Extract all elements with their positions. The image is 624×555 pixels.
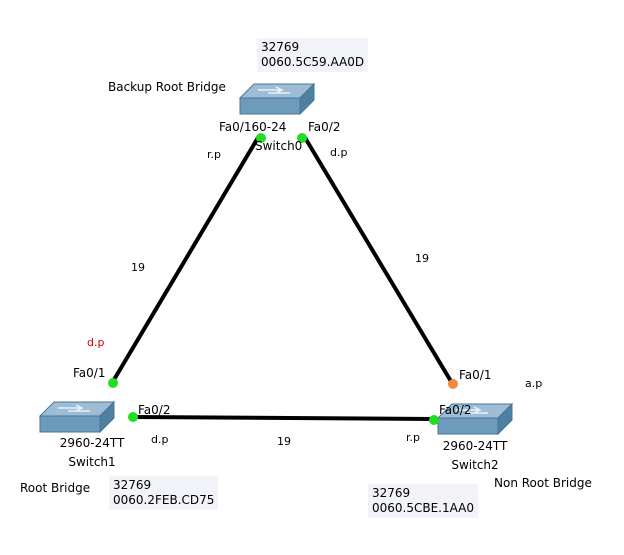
switch1-model-label: 2960-24TT: [59, 436, 125, 450]
switch2-model-label: 2960-24TT: [442, 439, 508, 453]
switch-icon[interactable]: [436, 402, 514, 436]
switch2-priority: 32769: [372, 486, 411, 500]
switch2-port-fa01: Fa0/1: [459, 368, 492, 382]
switch1-port-role-bottom: d.p: [151, 433, 169, 446]
link-switch0-switch2[interactable]: [302, 134, 454, 385]
switch1-mac: 0060.2FEB.CD75: [113, 493, 215, 507]
switch1-role-label: Root Bridge: [20, 481, 91, 495]
switch1-port-fa01: Fa0/1: [73, 366, 106, 380]
switch0-port-role-right: d.p: [330, 146, 348, 159]
switch0-priority: 32769: [261, 40, 300, 54]
switch2-name: Switch2: [451, 458, 499, 472]
switch0-mac: 0060.5C59.AA0D: [261, 55, 365, 69]
port-light-sw2-top: [448, 379, 458, 389]
switch1-info-box: 32769 0060.2FEB.CD75: [109, 476, 219, 510]
port-light-sw2-left: [429, 415, 439, 425]
switch-icon[interactable]: [38, 400, 116, 434]
switch1-priority: 32769: [113, 478, 152, 492]
port-light-sw0-right: [297, 133, 307, 143]
switch1-name: Switch1: [68, 455, 116, 469]
switch2-mac: 0060.5CBE.1AA0: [372, 501, 475, 515]
switch2-port-fa02: Fa0/2: [439, 403, 472, 417]
switch2-info-box: 32769 0060.5CBE.1AA0: [368, 484, 479, 518]
switch2-port-role-left: r.p: [406, 431, 420, 444]
link-switch1-switch2[interactable]: [132, 415, 435, 421]
switch0-port-fa02: Fa0/2: [308, 120, 341, 134]
switch1-port-fa02: Fa0/2: [138, 403, 171, 417]
left-link-cost: 19: [131, 261, 145, 274]
switch2-role-label: Non Root Bridge: [494, 476, 592, 490]
right-link-cost: 19: [415, 252, 429, 265]
port-light-sw1-top: [108, 378, 118, 388]
port-light-sw0-left: [256, 133, 266, 143]
switch0-info-box: 32769 0060.5C59.AA0D: [257, 38, 369, 72]
switch1-port-role-top: d.p: [87, 336, 105, 349]
link-switch0-switch1[interactable]: [110, 134, 261, 385]
switch0-role-label: Backup Root Bridge: [108, 80, 226, 94]
port-light-sw1-right: [128, 412, 138, 422]
switch-icon[interactable]: [238, 82, 316, 116]
bottom-link-cost: 19: [277, 435, 291, 448]
switch0-name: Switch0: [255, 139, 303, 153]
switch0-model-label: Fa0/160-24: [219, 120, 287, 134]
switch0-port-role-left: r.p: [207, 148, 221, 161]
switch2-port-role-right: a.p: [525, 377, 543, 390]
